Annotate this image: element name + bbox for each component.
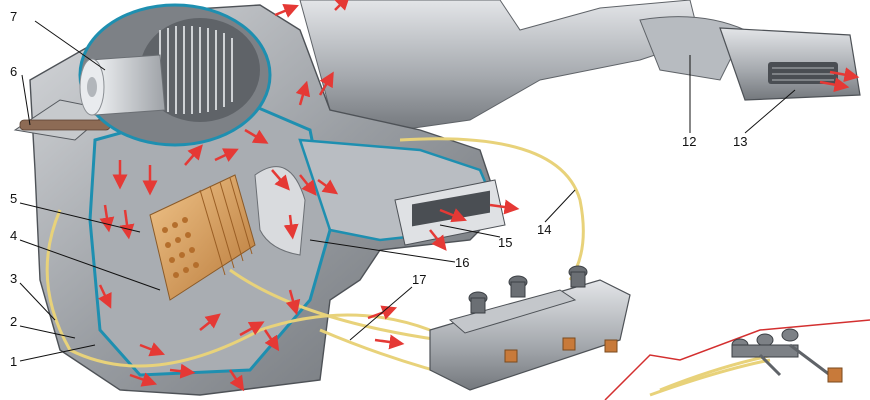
callout-labels: 7 6 5 4 3 2 1 12 13 14 15 16 17 bbox=[10, 9, 747, 369]
callout-12: 12 bbox=[682, 134, 696, 149]
callout-6: 6 bbox=[10, 64, 17, 79]
callout-4: 4 bbox=[10, 228, 17, 243]
callout-3: 3 bbox=[10, 271, 17, 286]
callout-14: 14 bbox=[537, 222, 551, 237]
blower-fan bbox=[78, 3, 272, 147]
heater-core bbox=[149, 174, 256, 301]
leader-lines bbox=[19, 20, 796, 362]
callout-13: 13 bbox=[733, 134, 747, 149]
callout-2: 2 bbox=[10, 314, 17, 329]
callout-7: 7 bbox=[10, 9, 17, 24]
callout-16: 16 bbox=[455, 255, 469, 270]
callout-1: 1 bbox=[10, 354, 17, 369]
upper-air-duct bbox=[299, 0, 746, 131]
control-cables bbox=[45, 137, 791, 397]
callout-15: 15 bbox=[498, 235, 512, 250]
control-unit bbox=[429, 265, 631, 391]
callout-17: 17 bbox=[412, 272, 426, 287]
side-vent-nozzle bbox=[719, 27, 861, 101]
inset-lever-assembly bbox=[604, 319, 870, 400]
callout-5: 5 bbox=[10, 191, 17, 206]
airflow-arrows bbox=[98, 0, 860, 392]
